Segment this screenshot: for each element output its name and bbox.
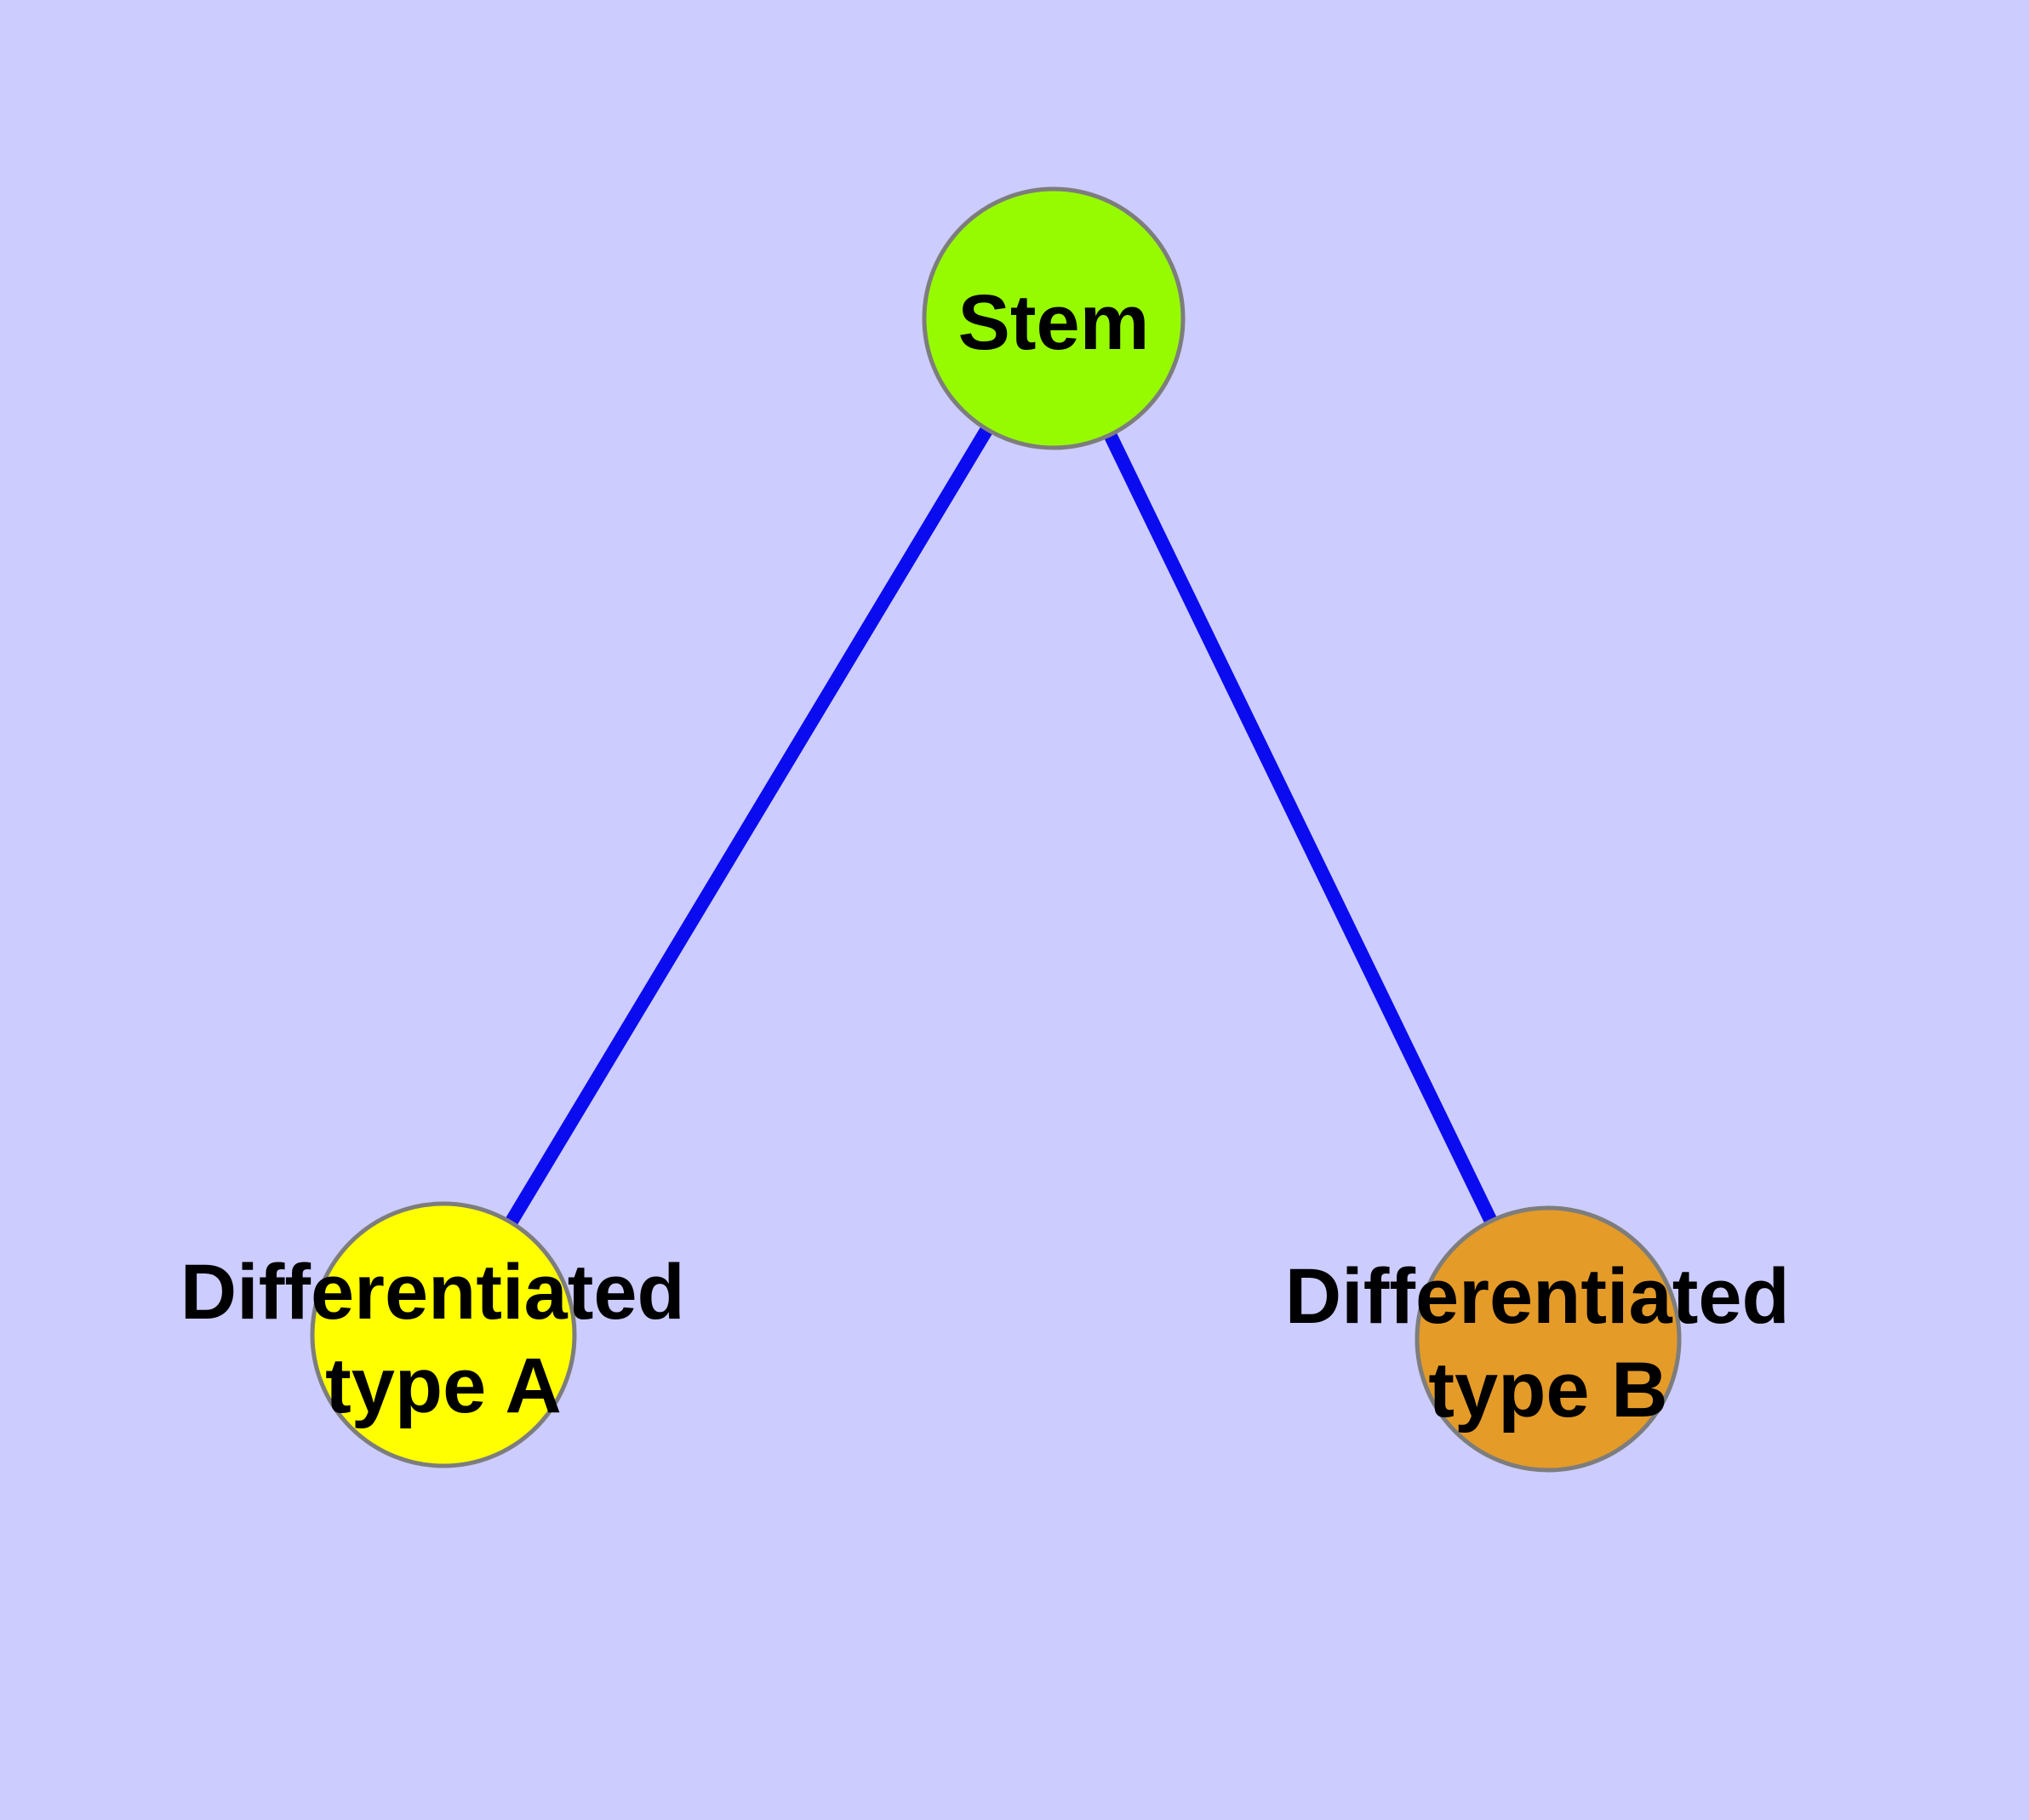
edge-stem-to-type-b	[1047, 315, 1555, 1342]
node-differentiated-type-b-label-line2: type B	[1428, 1347, 1667, 1434]
node-differentiated-type-b-label-line1: Differentiated	[1285, 1253, 1790, 1340]
node-differentiated-type-b-circle	[1415, 1205, 1682, 1473]
node-differentiated-type-b: Differentiated type B	[1285, 1205, 1812, 1473]
node-differentiated-type-a: Differentiated type A	[180, 1201, 707, 1468]
node-stem: Stem	[922, 186, 1186, 450]
node-stem-circle	[922, 186, 1186, 450]
node-stem-label: Stem	[958, 279, 1150, 366]
node-differentiated-type-b-label: Differentiated type B	[1285, 1253, 1812, 1434]
node-differentiated-type-a-label: Differentiated type A	[180, 1249, 707, 1429]
node-differentiated-type-a-label-line2: type A	[325, 1342, 562, 1429]
node-differentiated-type-a-circle	[310, 1201, 577, 1468]
node-differentiated-type-a-label-line1: Differentiated	[180, 1249, 685, 1336]
edge-stem-to-type-a	[437, 314, 1060, 1339]
